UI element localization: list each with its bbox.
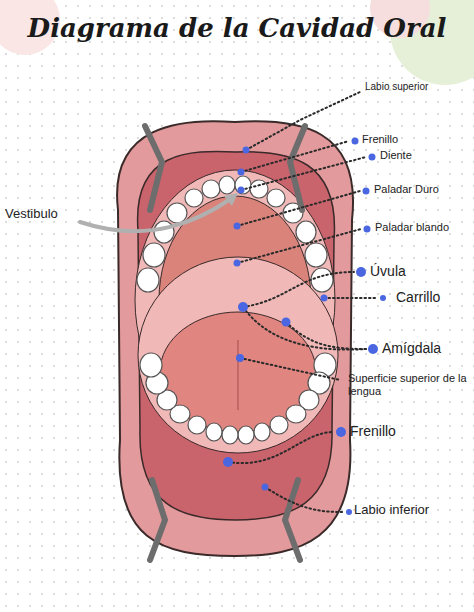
diagram-title: Diagrama de la Cavidad Oral [20,14,454,44]
pointer-arrow [80,198,232,231]
lower-teeth [140,353,336,444]
part-label: Carrillo [396,289,440,305]
part-label: Paladar blando [375,221,449,234]
part-label: Superficie superior de la lengua [348,372,470,397]
tongue-groove [237,340,239,410]
part-label: Paladar Duro [374,183,439,196]
part-label: Frenillo [362,133,398,146]
leader-lines [228,92,377,512]
part-label: Úvula [370,263,406,279]
part-label: Diente [380,149,412,162]
arrow-head [224,193,238,206]
upper-teeth [137,176,333,292]
lower-gum [138,257,338,453]
part-label: Labio inferior [354,503,429,518]
tongue [160,312,316,432]
marker-dots [223,138,386,516]
part-label: Frenillo [350,423,396,439]
part-label: Amígdala [382,340,441,356]
retractors [145,126,305,560]
part-label: Labio superior [365,81,428,93]
part-label: Vestibulo [5,207,58,222]
